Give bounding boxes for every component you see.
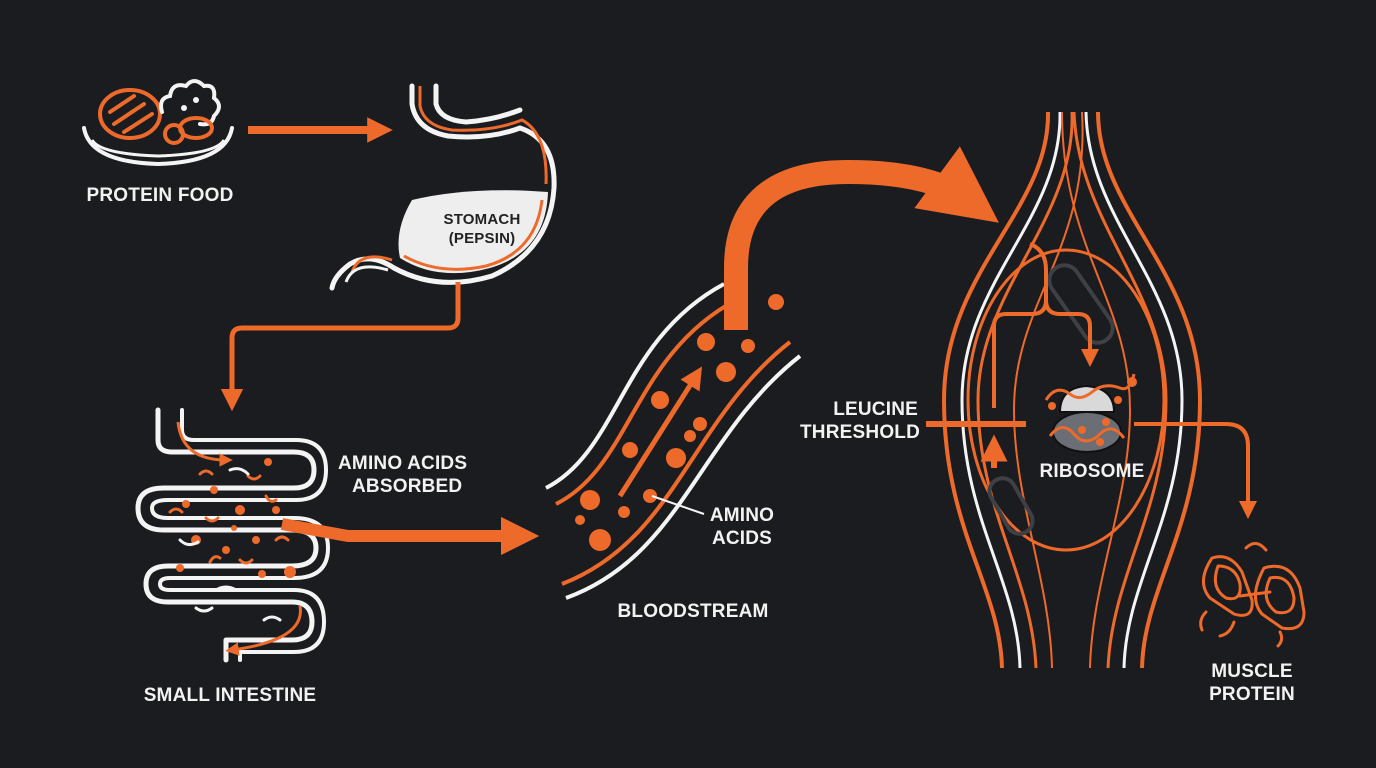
label-muscle-protein-line2: PROTEIN (1209, 684, 1295, 705)
stomach-icon (329, 83, 557, 291)
label-amino-acids-line2: ACIDS (711, 528, 773, 549)
muscle-fiber-icon (926, 111, 1203, 669)
ribosome-icon (1044, 373, 1257, 519)
muscle-protein-icon (1199, 542, 1306, 648)
label-stomach-line1: STOMACH (443, 211, 521, 228)
label-amino-acids-absorbed: AMINO ACIDS ABSORBED (338, 452, 467, 498)
arrow-stomach-to-intestine (220, 282, 461, 412)
label-leucine-threshold: LEUCINE THRESHOLD (800, 398, 921, 444)
label-stomach: STOMACH (PEPSIN) (432, 210, 532, 248)
label-muscle-protein-line1: MUSCLE (1211, 661, 1293, 682)
blood-vessel-icon (545, 282, 802, 600)
label-amino-acids-line1: AMINO (709, 505, 775, 526)
label-amino-absorbed-line2: ABSORBED (352, 476, 463, 497)
protein-food-plate-icon (82, 79, 234, 167)
label-bloodstream: BLOODSTREAM (617, 601, 769, 622)
arrow-bloodstream-to-muscle (724, 146, 999, 330)
label-ribosome: RIBOSOME (1039, 461, 1145, 482)
label-amino-acids: AMINO ACIDS (702, 504, 782, 550)
label-leucine-line1: LEUCINE (833, 399, 918, 420)
label-small-intestine: SMALL INTESTINE (143, 685, 317, 706)
label-leucine-line2: THRESHOLD (800, 422, 921, 443)
arrow-intestine-to-bloodstream (280, 516, 540, 556)
label-muscle-protein: MUSCLE PROTEIN (1196, 660, 1308, 706)
small-intestine-icon (135, 407, 330, 663)
label-protein-food: PROTEIN FOOD (86, 185, 234, 206)
label-stomach-line2: (PEPSIN) (448, 230, 516, 247)
label-amino-absorbed-line1: AMINO ACIDS (338, 453, 468, 474)
